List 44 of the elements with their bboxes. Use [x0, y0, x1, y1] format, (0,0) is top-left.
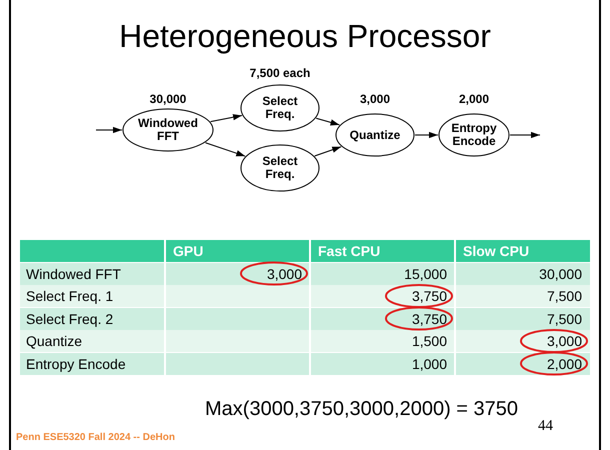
column-header: Fast CPU — [318, 242, 380, 261]
value-text: 1,000 — [412, 354, 447, 374]
row-label: Select Freq. 1 — [26, 287, 114, 306]
slide-title: Heterogeneous Processor — [118, 18, 492, 55]
column-header: Slow CPU — [463, 242, 530, 261]
row-label: Windowed FFT — [26, 264, 121, 284]
column-header: GPU — [173, 242, 204, 261]
arrow — [205, 142, 246, 157]
node-label: Quantize — [350, 128, 400, 142]
throughput-label: 3,000 — [360, 92, 390, 106]
process-ellipse — [438, 113, 510, 157]
arrow — [96, 126, 122, 134]
value-text: 3,000 — [266, 264, 302, 284]
arrow — [316, 118, 340, 126]
formula-text: Max(3000,3750,3000,2000) = 3750 — [205, 398, 518, 421]
row-label: Select Freq. 2 — [26, 310, 114, 329]
process-ellipse — [240, 84, 320, 132]
value-text: 7,500 — [546, 287, 582, 306]
value-text: 1,500 — [412, 332, 447, 351]
throughput-label: 30,000 — [150, 92, 186, 106]
arrow — [510, 132, 540, 138]
process-ellipse — [122, 108, 214, 152]
value-text: 30,000 — [539, 264, 582, 284]
node-label: Select Freq. — [261, 95, 299, 121]
value-text: 3,750 — [412, 310, 447, 328]
row-label: Entropy Encode — [26, 354, 126, 374]
arrow — [314, 146, 342, 156]
throughput-label: 2,000 — [458, 92, 490, 106]
arrow — [210, 114, 242, 122]
arrow — [414, 132, 438, 138]
value-text: 15,000 — [404, 264, 447, 284]
value-text: 7,500 — [546, 310, 582, 328]
value-text: 3,750 — [412, 287, 447, 306]
node-label: Windowed FFT — [137, 117, 199, 143]
value-text: 3,000 — [546, 332, 582, 351]
footer-text: Penn ESE5320 Fall 2024 -- DeHon — [16, 432, 175, 443]
throughput-label: 7,500 each — [250, 66, 310, 80]
process-ellipse — [335, 113, 415, 157]
node-label: Entropy Encode — [450, 122, 498, 148]
page-number: 44 — [538, 418, 553, 435]
node-label: Select Freq. — [261, 155, 299, 181]
process-ellipse — [240, 144, 320, 192]
row-label: Quantize — [26, 332, 82, 351]
value-text: 2,000 — [546, 354, 582, 374]
